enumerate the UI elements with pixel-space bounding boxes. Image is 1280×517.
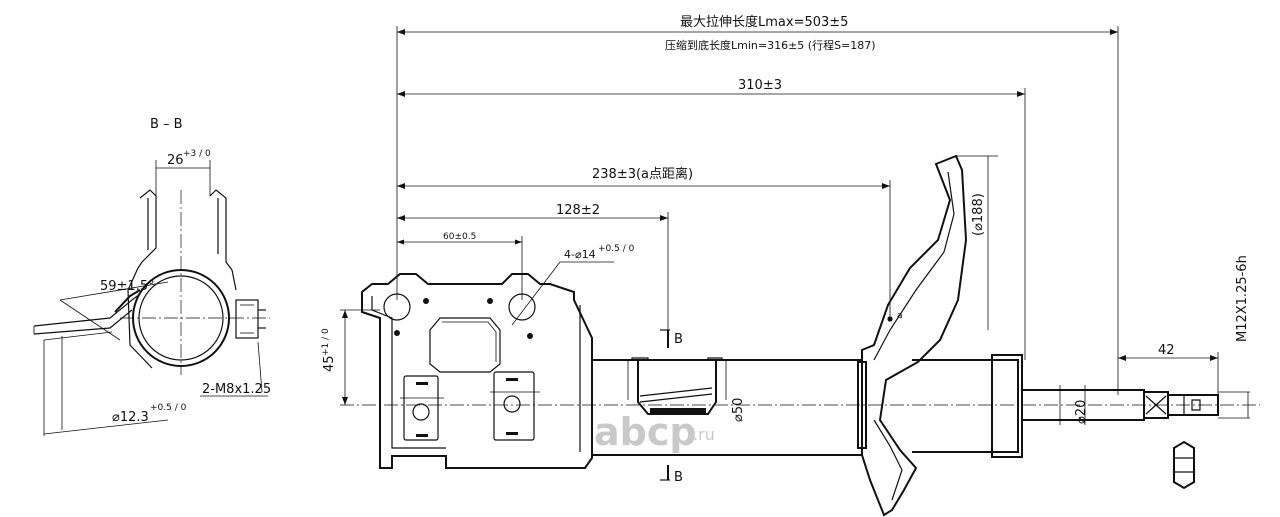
- dim-128-label: 128±2: [556, 203, 600, 218]
- watermark-logo: abcp: [594, 410, 697, 454]
- height-45-label: 45: [322, 355, 337, 372]
- bracket-hole-lower-left: [412, 403, 430, 421]
- dim-60-label: 60±0.5: [443, 232, 476, 242]
- bracket-hole-upper-left: [383, 293, 411, 321]
- thread-length-label: 42: [1158, 343, 1175, 358]
- dim-238-label: 238±3(a点距离): [592, 166, 693, 182]
- bracket-slot-right: [493, 371, 535, 441]
- threaded-rod-end: [1167, 394, 1219, 416]
- clamp-bolt-block: [235, 299, 259, 339]
- dia-12-label: ⌀12.3: [112, 410, 149, 425]
- bracket-hole-lower-right: [503, 395, 521, 413]
- watermark-domain: .ru: [693, 425, 715, 444]
- lmin-label: 压缩到底长度Lmin=316±5 (行程S=187): [665, 38, 876, 52]
- width-26-tolerance: +3 / 0: [183, 149, 211, 159]
- mounting-bracket: [361, 273, 593, 469]
- dim-310-label: 310±3: [738, 78, 782, 93]
- bracket-slot-left: [403, 375, 439, 441]
- bracket-hole-upper-right: [508, 293, 536, 321]
- section-mark-top: B: [674, 332, 683, 347]
- height-45-tolerance: +1 / 0: [321, 328, 331, 356]
- thread-spec-label: M12X1.25-6h: [1235, 255, 1250, 342]
- upper-spring-seat: [861, 154, 968, 517]
- bolts-label: 2-M8x1.25: [202, 382, 271, 397]
- holes-tolerance: +0.5 / 0: [598, 244, 635, 254]
- dia-20-label: ⌀20: [1074, 400, 1089, 424]
- section-mark-bottom: B: [674, 470, 683, 485]
- hex-nut: [1173, 440, 1195, 490]
- point-a-label: a: [897, 311, 903, 321]
- angle-59-label: 59±1.5°: [100, 279, 155, 294]
- section-b-b-view: B – B 26 +3 / 0 59±1.5° 2-: [33, 117, 271, 436]
- section-title: B – B: [150, 117, 183, 132]
- spring-clip: [637, 360, 717, 415]
- dia-188-label: (⌀188): [971, 193, 986, 236]
- holes-label: 4-⌀14: [564, 248, 596, 261]
- dia-50-label: ⌀50: [731, 398, 746, 422]
- width-26-label: 26: [167, 153, 184, 168]
- lmax-label: 最大拉伸长度Lmax=503±5: [680, 14, 848, 30]
- dia-12-tolerance: +0.5 / 0: [150, 403, 187, 413]
- watermark: abcp .ru: [594, 410, 715, 454]
- strut-side-view: 最大拉伸长度Lmax=503±5 压缩到底长度Lmin=316±5 (行程S=1…: [321, 14, 1260, 517]
